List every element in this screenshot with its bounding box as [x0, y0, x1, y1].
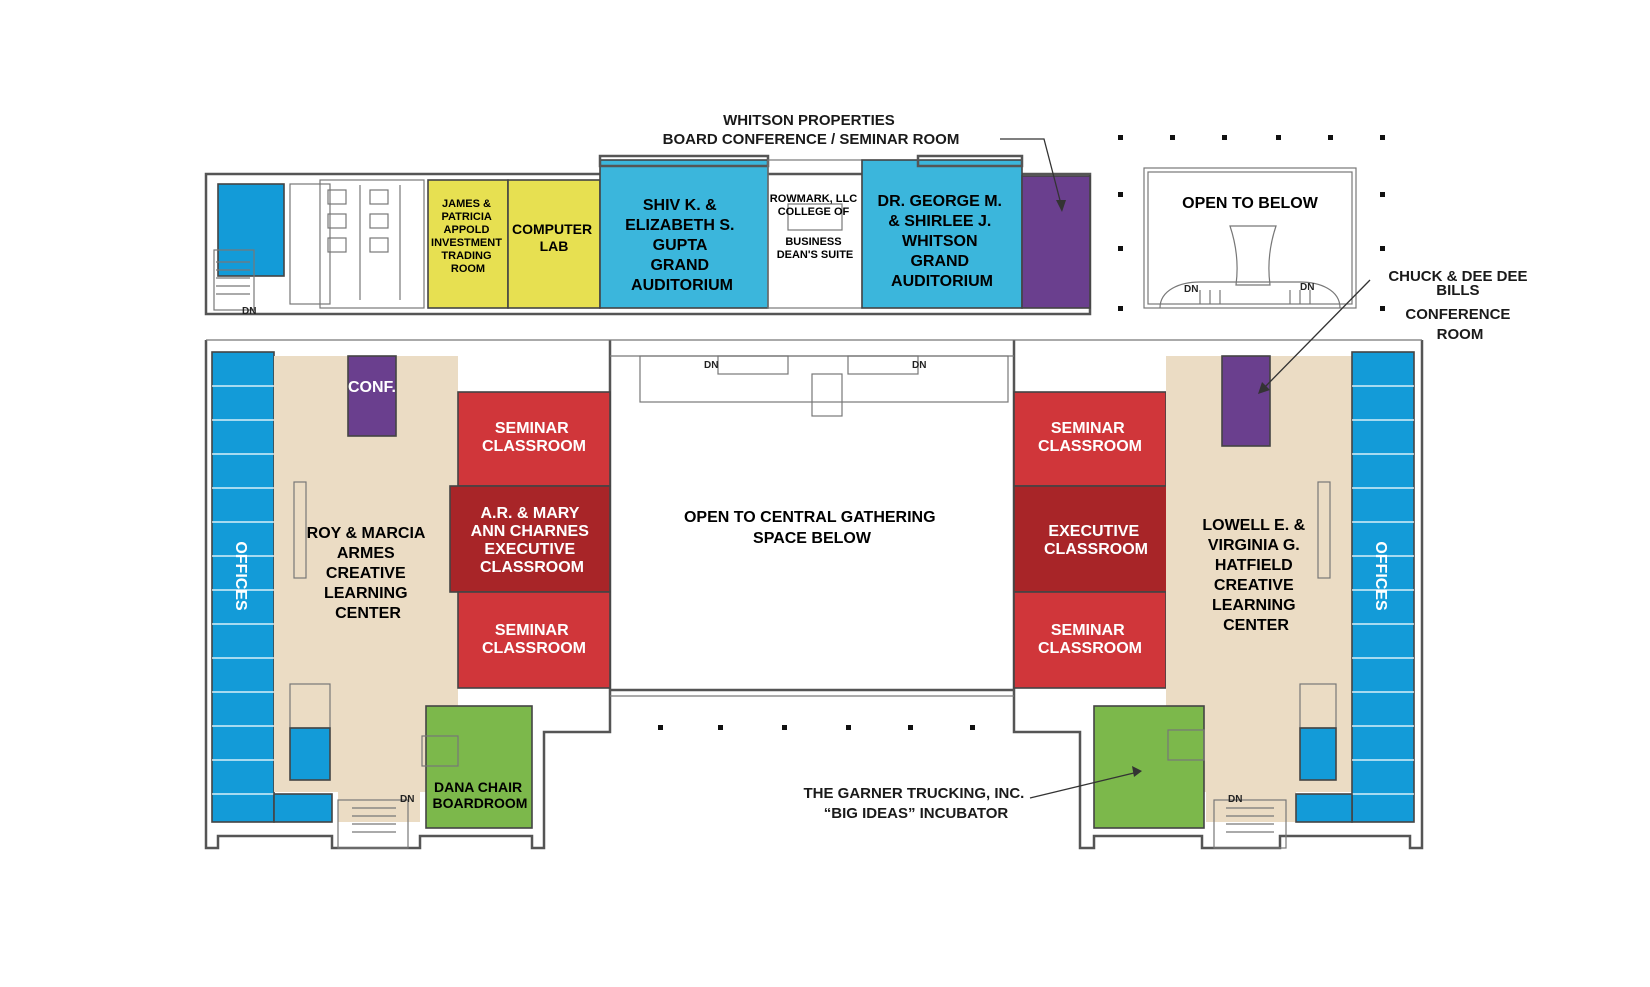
- restrooms: [289, 179, 425, 309]
- dana-chair-boardroom: [425, 705, 533, 829]
- central-stairs: [639, 355, 1009, 417]
- dn-label: DN: [1300, 282, 1314, 293]
- armes-creative-learning-center: [274, 356, 458, 822]
- offices-left-label: OFFICES: [232, 541, 249, 611]
- central-gathering-label: OPEN TO CENTRAL GATHERING SPACE BELOW: [684, 509, 940, 547]
- appold-label: JAMES & PATRICIA APPOLD INVESTMENT TRADI…: [431, 198, 505, 275]
- whitson-auditorium: [861, 159, 1023, 309]
- open-to-below-atrium: [1143, 167, 1357, 309]
- offices-right-label: OFFICES: [1372, 541, 1389, 611]
- dn-label: DN: [242, 306, 256, 317]
- arrow-icon: [1056, 200, 1066, 212]
- dn-label: DN: [704, 360, 718, 371]
- seminar-classroom-2: [457, 591, 611, 689]
- garner-callout: THE GARNER TRUCKING, INC. “BIG IDEAS” IN…: [803, 785, 1028, 822]
- arrow-icon: [1258, 382, 1270, 394]
- rowmark-label: ROWMARK, LLC COLLEGE OF BUSINESS DEAN'S …: [770, 193, 860, 261]
- offices-right: [1351, 351, 1415, 823]
- gupta-auditorium: [599, 159, 769, 309]
- charnes-label: A.R. & MARY ANN CHARNES EXECUTIVE CLASSR…: [471, 505, 594, 576]
- garner-big-ideas-incubator: [1093, 705, 1205, 829]
- seminar-3-label: SEMINAR CLASSROOM: [1038, 420, 1142, 455]
- hatfield-creative-learning-center: [1166, 356, 1352, 822]
- storage-left: [289, 727, 331, 781]
- bills-leader: [1261, 279, 1371, 391]
- charnes-executive-classroom: [449, 485, 611, 593]
- storage-right: [1299, 727, 1337, 781]
- open-to-below-label: OPEN TO BELOW: [1182, 195, 1319, 212]
- computer-lab-label: COMPUTER LAB: [512, 221, 596, 254]
- whitson-auditorium-label: DR. GEORGE M. & SHIRLEE J. WHITSON GRAND…: [878, 193, 1007, 290]
- stair-bottom-right: [1213, 799, 1287, 849]
- whitson-board-leader: [1000, 138, 1063, 209]
- stair-bottom-left: [337, 799, 409, 849]
- column-markers: [658, 135, 1385, 730]
- conf-room-left: [347, 355, 397, 437]
- dn-label: DN: [1184, 284, 1198, 295]
- seminar-1-label: SEMINAR CLASSROOM: [482, 420, 586, 455]
- office-top-left: [217, 183, 285, 277]
- dn-label: DN: [1228, 794, 1242, 805]
- bills-callout: CHUCK & DEE DEE BILLS CONFERENCE ROOM: [1388, 268, 1531, 343]
- executive-label: EXECUTIVE CLASSROOM: [1044, 523, 1148, 558]
- rowmark-deans-suite: [767, 159, 863, 309]
- dn-label: DN: [400, 794, 414, 805]
- hatfield-label: LOWELL E. & VIRGINIA G. HATFIELD CREATIV…: [1202, 517, 1309, 634]
- seminar-2-label: SEMINAR CLASSROOM: [482, 622, 586, 657]
- garner-leader: [1029, 771, 1139, 799]
- bills-conference-room: [1221, 355, 1271, 447]
- arrow-icon: [1132, 766, 1142, 777]
- seminar-4-label: SEMINAR CLASSROOM: [1038, 622, 1142, 657]
- whitson-board-callout: WHITSON PROPERTIES BOARD CONFERENCE / SE…: [663, 112, 960, 148]
- gupta-label: SHIV K. & ELIZABETH S. GUPTA GRAND AUDIT…: [625, 197, 739, 294]
- stair-top-left: [216, 261, 250, 295]
- office-bottom-left: [273, 793, 333, 823]
- appold-trading-room: [427, 179, 509, 309]
- dn-label: DN: [912, 360, 926, 371]
- conf-left-label: CONF.: [348, 379, 396, 396]
- seminar-classroom-1: [457, 391, 611, 487]
- office-bottom-right: [1295, 793, 1353, 823]
- armes-label: ROY & MARCIA ARMES CREATIVE LEARNING CEN…: [307, 525, 430, 622]
- offices-left: [211, 351, 275, 823]
- dana-label: DANA CHAIR BOARDROOM: [433, 779, 528, 811]
- seminar-classroom-4: [1013, 591, 1167, 689]
- whitson-board-conference-room: [1021, 175, 1091, 309]
